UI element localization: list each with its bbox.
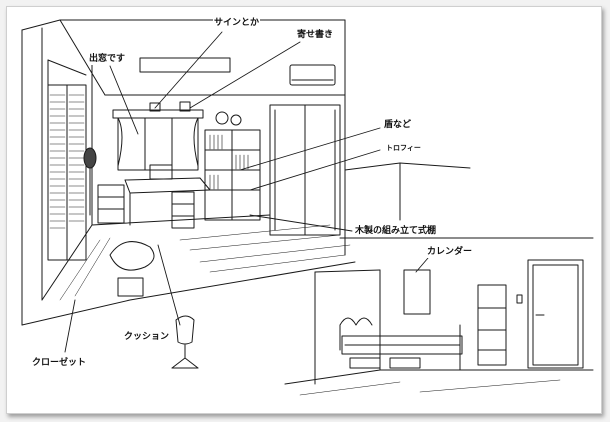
label-sign: サインとか <box>213 18 261 29</box>
floor-lamp <box>83 147 97 169</box>
label-closet: クローゼット <box>31 358 88 369</box>
label-tate: 盾など <box>383 120 413 131</box>
drawing-sheet <box>6 6 602 414</box>
balcony-rail <box>344 162 471 171</box>
inset-room <box>284 237 594 396</box>
wooden-shelf <box>204 111 261 221</box>
closet <box>47 59 87 261</box>
bay-window <box>112 101 204 171</box>
side-drawer <box>97 184 125 224</box>
ceiling-light <box>139 57 231 73</box>
label-demado: 出窓です <box>88 54 127 65</box>
label-cushion: クッション <box>123 332 171 343</box>
inset-door <box>527 259 584 369</box>
label-trophy: トロフィー <box>385 144 422 153</box>
cushion <box>109 241 155 271</box>
main-room <box>21 19 356 326</box>
label-shelf: 木製の組み立て式棚 <box>354 226 438 237</box>
sliding-door <box>269 104 341 236</box>
air-conditioner <box>289 64 336 86</box>
leader-lines <box>64 31 429 353</box>
calendar-frame <box>403 269 431 315</box>
office-chair <box>171 315 199 369</box>
floor-hatching <box>59 224 351 301</box>
floor-mat <box>117 277 144 297</box>
desk <box>124 164 211 229</box>
label-yosegaki: 寄せ書き <box>296 30 335 41</box>
label-calendar: カレンダー <box>426 247 474 258</box>
